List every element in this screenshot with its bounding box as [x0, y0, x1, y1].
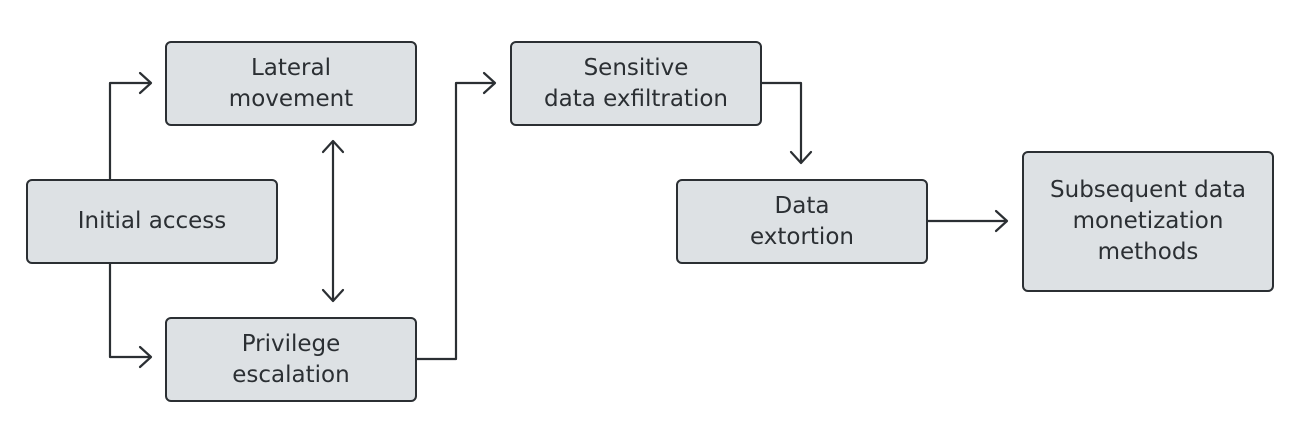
- edge-exfiltration-to-extortion: [760, 81, 813, 165]
- edge-extortion-to-monetization: [926, 209, 1009, 233]
- node-label-line: Initial access: [77, 208, 227, 234]
- edge-initial-to-privilege: [108, 262, 153, 369]
- edge-initial-to-lateral: [108, 71, 153, 181]
- node-label-line: Privilege: [241, 330, 341, 357]
- node-lateral-movement: Lateral movement: [165, 41, 417, 126]
- node-data-extortion: Data extortion: [676, 179, 928, 264]
- node-label-line: methods: [1097, 239, 1199, 265]
- node-label-line: monetization: [1072, 208, 1224, 234]
- node-subsequent-monetization: Subsequent data monetization methods: [1022, 151, 1274, 292]
- node-label-line: extortion: [750, 223, 854, 250]
- node-sensitive-data-exfiltration: Sensitive data exfiltration: [510, 41, 762, 126]
- node-privilege-escalation: Privilege escalation: [165, 317, 417, 402]
- node-label-line: data exfiltration: [544, 85, 728, 112]
- node-label-line: Sensitive: [583, 54, 689, 81]
- node-label-line: escalation: [232, 361, 350, 388]
- node-label-line: Subsequent data: [1050, 177, 1246, 203]
- node-initial-access: Initial access: [26, 179, 278, 264]
- node-label-line: Lateral: [250, 54, 332, 81]
- node-label-line: Data: [774, 192, 830, 219]
- edge-lateral-privilege-bidirectional: [321, 139, 345, 303]
- node-label-line: movement: [228, 85, 354, 112]
- edge-privilege-to-exfiltration: [415, 71, 497, 361]
